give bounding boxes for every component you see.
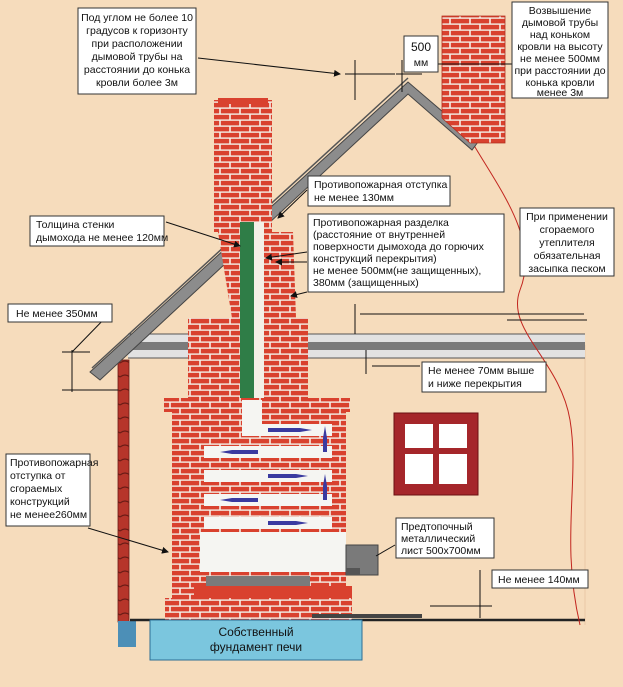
stove [164,398,422,620]
svg-text:кровли на высоту: кровли на высоту [517,41,603,53]
svg-text:конструкций перекрытия): конструкций перекрытия) [313,253,437,265]
foundation-label-line2: фундамент печи [210,640,302,654]
main-chimney [188,98,308,402]
svg-text:дымохода не менее 120мм: дымохода не менее 120мм [36,232,168,244]
callout-ridge: Возвышение дымовой трубы над коньком кро… [511,1,609,99]
foundation-label-line1: Собственный [218,625,293,639]
svg-text:при расположении: при расположении [92,38,183,50]
svg-text:расстоянии до конька: расстоянии до конька [84,64,190,76]
callout-setback-130: Противопожарная отступка не менее 130мм [307,175,451,207]
window [393,412,479,496]
callout-separation: Противопожарная разделка (расстояние от … [307,213,505,293]
callout-min-140: Не менее 140мм [491,569,589,589]
svg-text:(расстояние от внутренней: (расстояние от внутренней [313,229,445,241]
callout-sand-fill: При применении сгораемого утеплителя обя… [519,207,615,277]
leader-lines [62,57,587,618]
svg-text:не менее 500мм: не менее 500мм [520,53,600,65]
svg-text:Толщина стенки: Толщина стенки [36,219,115,231]
svg-text:380мм (защищенных): 380мм (защищенных) [313,277,419,289]
svg-text:Предтопочный: Предтопочный [401,521,473,533]
svg-text:металлический: металлический [401,533,475,545]
svg-text:менее 3м: менее 3м [537,87,584,99]
stove-foundation [149,619,363,661]
svg-text:обязательная: обязательная [534,250,601,262]
svg-text:Под углом не более 10: Под углом не более 10 [81,12,193,24]
callout-min-70: Не менее 70мм выше и ниже перекрытия [421,361,547,393]
callout-min-350: Не менее 350мм [7,303,113,323]
svg-text:не менее260мм: не менее260мм [10,509,87,521]
svg-text:лист 500x700мм: лист 500x700мм [401,545,481,557]
svg-text:и ниже перекрытия: и ниже перекрытия [428,378,522,390]
svg-text:сгораемых: сгораемых [10,483,63,495]
svg-text:Не менее 350мм: Не менее 350мм [16,308,98,320]
svg-text:кровли более 3м: кровли более 3м [96,77,178,89]
sand-fill-line [471,141,581,626]
flue-insulation [240,222,254,400]
smoke-flow-arrows [220,426,327,525]
svg-text:поверхности дымохода до горючи: поверхности дымохода до горючих [313,241,485,253]
svg-text:не менее 130мм: не менее 130мм [314,192,394,204]
svg-text:Противопожарная разделка: Противопожарная разделка [313,217,449,229]
svg-text:сгораемого: сгораемого [540,224,595,236]
wall-foundation [118,621,136,647]
svg-text:Противопожарная: Противопожарная [10,457,98,469]
svg-text:Не менее 140мм: Не менее 140мм [498,574,580,586]
svg-text:500: 500 [411,40,431,54]
svg-text:над коньком: над коньком [530,29,590,41]
callout-angle: Под углом не более 10 градусов к горизон… [77,7,197,95]
svg-text:конька кровли: конька кровли [525,77,594,89]
callout-height-500: 500 мм [403,35,439,73]
svg-text:Возвышение: Возвышение [529,5,592,17]
svg-text:Не менее 70мм выше: Не менее 70мм выше [428,365,534,377]
ridge-chimney [441,15,506,144]
svg-text:конструкций: конструкций [10,496,70,508]
svg-text:При применении: При применении [526,211,608,223]
svg-text:дымовой трубы на: дымовой трубы на [92,51,183,63]
svg-text:мм: мм [414,57,428,69]
log-wall [117,359,130,623]
svg-text:Противопожарная отступка: Противопожарная отступка [314,179,448,191]
svg-text:засыпка песком: засыпка песком [528,263,605,275]
callout-metal-sheet: Предтопочный металлический лист 500x700м… [395,517,495,559]
svg-text:при расстоянии до: при расстоянии до [514,65,605,77]
svg-text:отступка от: отступка от [10,470,66,482]
svg-text:градусов к горизонту: градусов к горизонту [86,25,188,37]
callout-wall-120: Толщина стенки дымохода не менее 120мм [29,215,168,247]
svg-text:не менее 500мм(не защищенных),: не менее 500мм(не защищенных), [313,265,481,277]
svg-text:утеплителя: утеплителя [539,237,594,249]
svg-text:дымовой трубы: дымовой трубы [522,17,598,29]
callout-setback-260: Противопожарная отступка от сгораемых ко… [5,453,98,527]
